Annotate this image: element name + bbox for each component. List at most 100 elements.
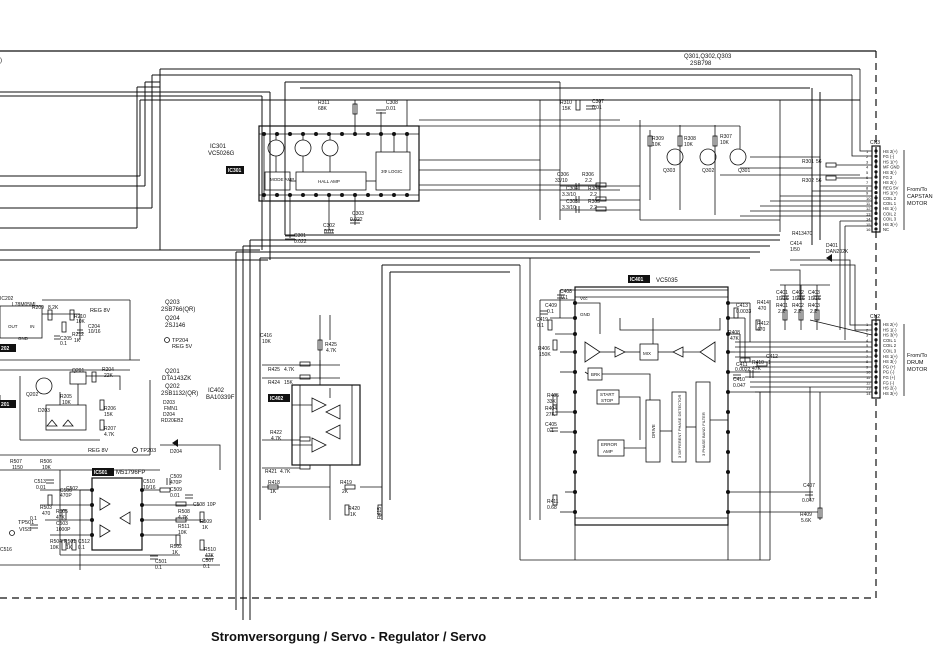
r509-label: R509 <box>200 519 212 525</box>
c307-label: C307 <box>592 99 604 105</box>
r205-label: R205 <box>60 394 72 400</box>
c416-value: 10K <box>262 339 272 345</box>
d203-part: FMN1 <box>164 406 178 412</box>
ic301-ref: IC301 <box>210 144 227 150</box>
r405-value: 33K <box>547 399 557 405</box>
ic401-block-band-filter: 3 PHASE BAND FILTER <box>701 412 706 456</box>
c414-value: 1/50 <box>790 247 800 253</box>
cn3-pin-label-11: COIL 1 <box>883 201 897 206</box>
cn2-pin-9 <box>874 364 878 368</box>
cn2-pin-label-4: COIL 1 <box>883 338 897 343</box>
cn2-pin-3 <box>874 333 878 337</box>
cn3-pin-number-2: 2 <box>866 154 869 159</box>
c510-label: C510 <box>143 479 155 485</box>
cn2-pin-label-5: COIL 2 <box>883 343 897 348</box>
cn3-ref: CN3 <box>870 140 880 146</box>
cn3-pin-label-13: COIL 2 <box>883 211 897 216</box>
ic401-block-brk: BRK <box>591 372 600 377</box>
r301-value: 56 <box>816 159 822 165</box>
ic401-block-mix: MIX <box>643 351 651 356</box>
r425-value: 4.7K <box>326 348 337 354</box>
r401-label: R401 <box>776 303 788 309</box>
cn2-pin-label-6: COIL 3 <box>883 349 897 354</box>
ic501-body <box>91 477 143 551</box>
q201-part: DTA143ZK <box>162 376 191 382</box>
r504-value: 10K <box>50 545 60 551</box>
cn3-pin-number-1: 1 <box>866 149 869 154</box>
cn2-pin-10 <box>874 370 878 374</box>
cn3-pin-6 <box>874 175 878 179</box>
c304-label: C304 <box>566 186 578 192</box>
r204-label: R204 <box>102 367 114 373</box>
cn3-pin-number-4: 4 <box>866 165 869 170</box>
svg-text:IC501: IC501 <box>94 470 108 476</box>
c411-value: 0.0022 <box>735 367 751 373</box>
r301-label: R301 <box>802 159 814 165</box>
c416-label: C416 <box>260 333 272 339</box>
r414-value: 470 <box>758 306 767 312</box>
r305-value: 2.2 <box>590 205 597 211</box>
c405-label: C405 <box>545 422 557 428</box>
cn3-pin-label-8: REG 5V <box>883 185 899 190</box>
r410-label: R410 <box>752 360 764 366</box>
r404-value: 27K <box>546 412 556 418</box>
ic401-tag: IC401 <box>628 275 650 283</box>
reg8v-top-label: REG 8V <box>90 308 111 314</box>
r507-label: R507 <box>10 459 22 465</box>
ic402-ref: IC402 <box>208 388 225 394</box>
r506-label: R506 <box>40 459 52 465</box>
r418-label: R418 <box>268 480 280 486</box>
cn2-pin-number-12: 12 <box>866 380 871 385</box>
r406-value: 150K <box>539 352 551 358</box>
d204-ref: D204 <box>163 412 175 418</box>
cn3-pin-label-10: COIL 2 <box>883 196 897 201</box>
c503-value: 1000P <box>56 527 71 533</box>
ic401-pin-gnd: GND <box>580 312 591 317</box>
cn2-pin-8 <box>874 359 878 363</box>
cn2-pin-label-14: HS 3(+) <box>883 391 898 396</box>
cn3-pin-number-13: 13 <box>866 211 871 216</box>
r311-value: 68K <box>318 106 328 112</box>
c509b-label: C509 <box>170 487 182 493</box>
r502-label: R502 <box>170 544 182 550</box>
cn2-pin-1 <box>874 322 878 326</box>
c507-value: 0.1 <box>203 564 210 570</box>
tp204-ref: TP204 <box>172 338 188 344</box>
c403-label: C403 <box>808 290 820 296</box>
r402-value: 2.2 <box>794 309 801 315</box>
d204-label: D204 <box>170 449 182 455</box>
r310-label: R310 <box>560 100 572 106</box>
ic401-pin-vcc: Vcc <box>580 296 588 301</box>
r308-value: 10K <box>684 142 694 148</box>
ic401-block-start-stop-1: START <box>600 392 615 397</box>
c502-label: C502 <box>66 486 78 492</box>
d401-label: D401 <box>826 243 838 249</box>
c516-cut-label: C516 <box>0 547 12 553</box>
c205-value: 0.1 <box>60 341 67 347</box>
r424-value: 15K <box>284 380 294 386</box>
top-bus-wires <box>0 68 860 620</box>
ic401-part: VC5035 <box>656 278 678 284</box>
cn2-body <box>871 319 881 399</box>
r411-value: 0.68 <box>547 505 557 511</box>
r409-value: 5.6K <box>801 518 812 524</box>
ic501-tag: IC501 <box>92 468 114 476</box>
ic402-body <box>291 384 361 466</box>
r502-value: 1K <box>172 550 179 556</box>
c411-label: C411 <box>736 362 748 368</box>
cn3-pin-13 <box>874 211 878 215</box>
cn3-pin-label-5: HS 3(-) <box>883 170 897 175</box>
ic301-block-hall-amp: HALL AMP <box>318 179 340 184</box>
cn3-pin-number-16: 16 <box>866 227 871 232</box>
cn2-pin-12 <box>874 380 878 384</box>
r212-label: R212 <box>72 332 84 338</box>
cn2-label-line3: MOTOR <box>907 367 927 373</box>
c410-value: 0.047 <box>733 383 746 389</box>
c412-value: 1 <box>768 360 771 366</box>
left-cut-label: ) <box>0 58 2 64</box>
r503-label: R503 <box>40 505 52 511</box>
cn3-label-line3: MOTOR <box>907 201 927 207</box>
